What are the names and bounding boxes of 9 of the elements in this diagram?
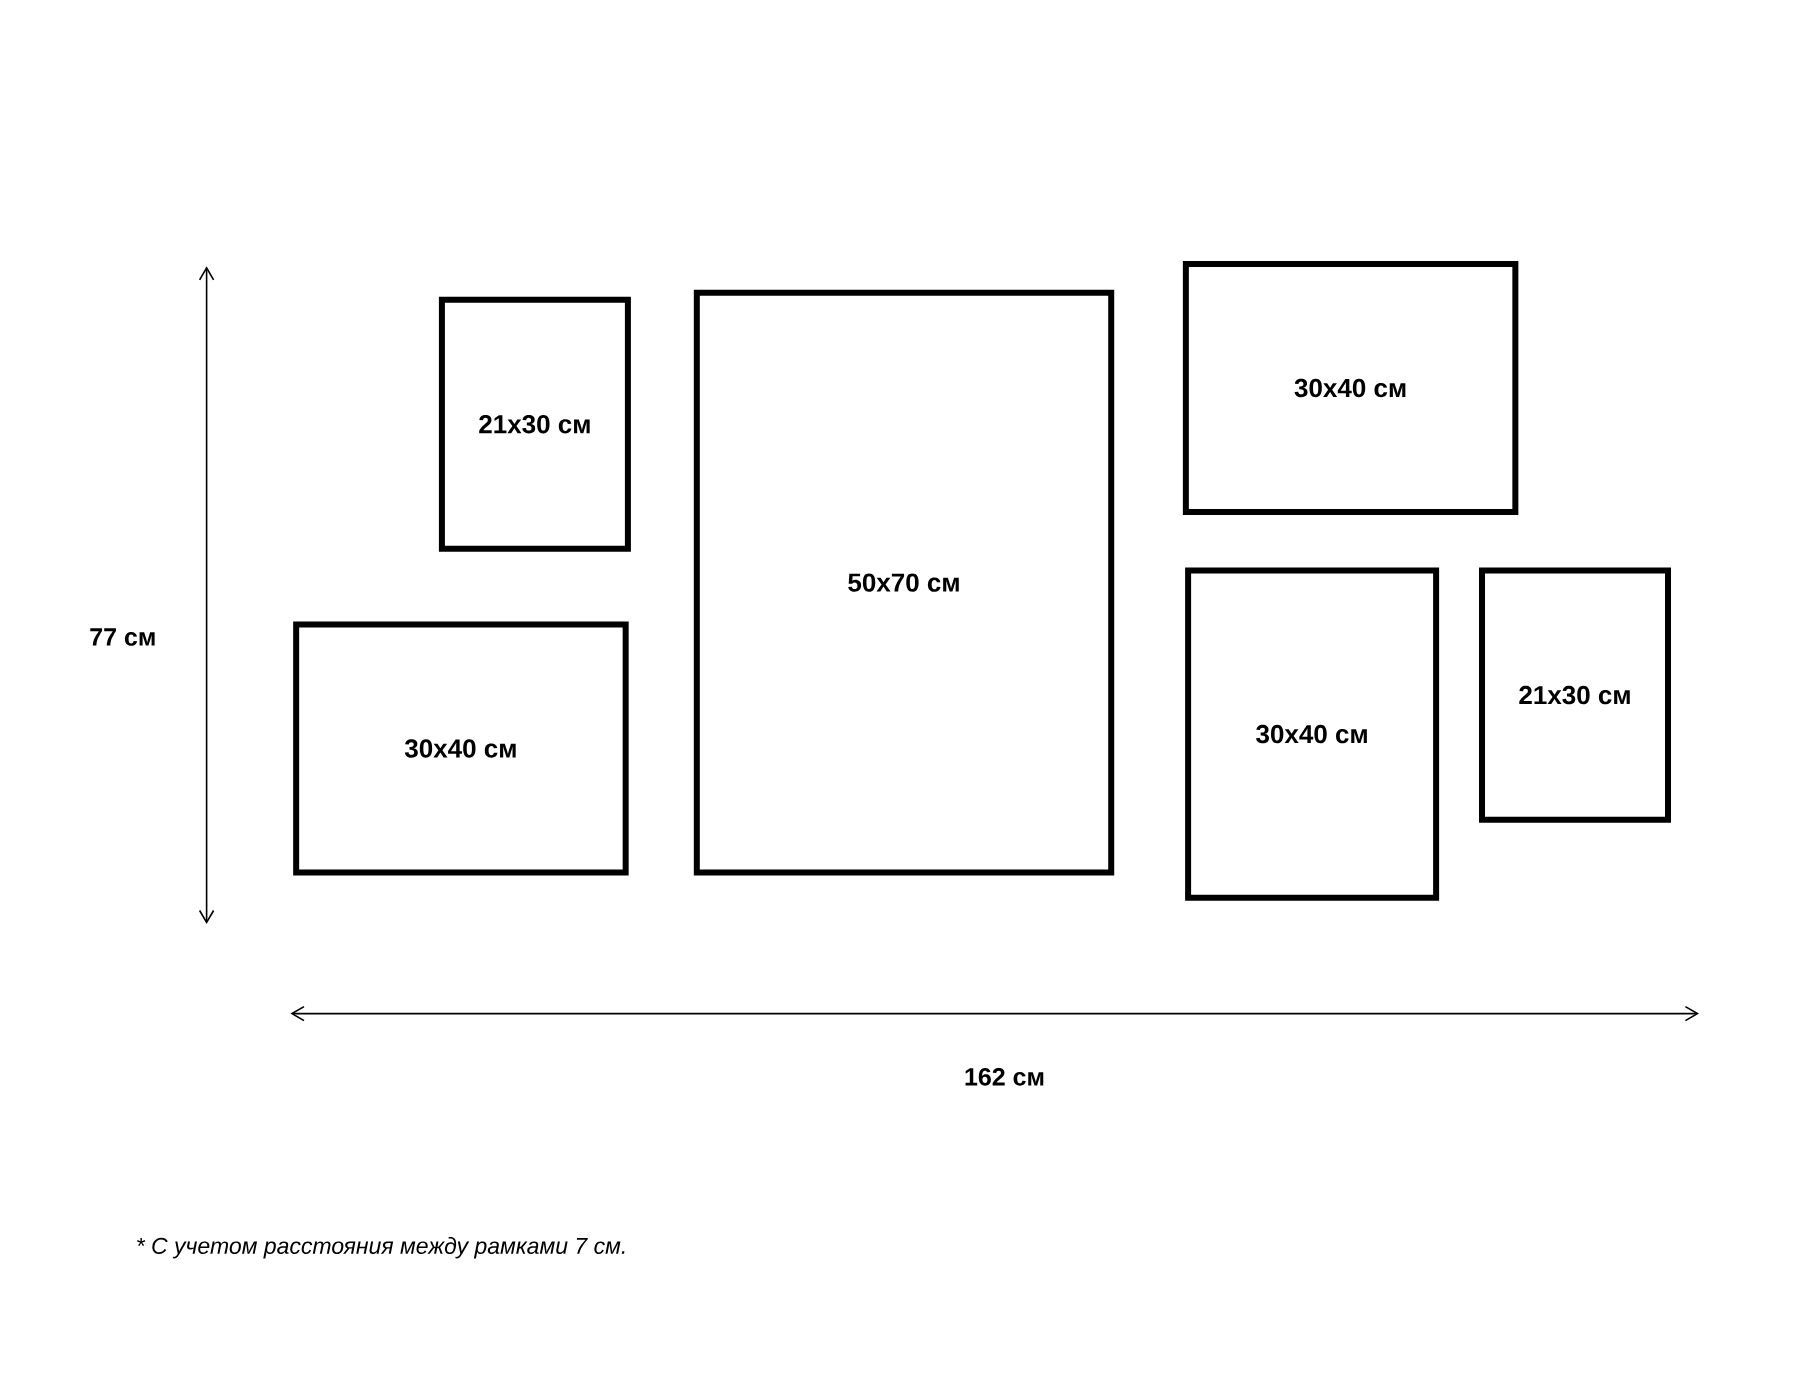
footnote-note: * С учетом расстояния между рамками 7 см. <box>137 1237 625 1259</box>
dimension-label: 77 см <box>90 628 155 646</box>
picture-frame: 30x40 см <box>293 621 629 876</box>
picture-frame: 30x40 см <box>1185 567 1440 901</box>
picture-frame: 21x30 см <box>438 296 631 552</box>
dimension-label: 162 см <box>965 1067 1044 1086</box>
picture-frame: 21x30 см <box>1479 567 1671 823</box>
picture-frame: 50x70 см <box>693 289 1115 876</box>
picture-frame: 30x40 см <box>1182 261 1519 515</box>
